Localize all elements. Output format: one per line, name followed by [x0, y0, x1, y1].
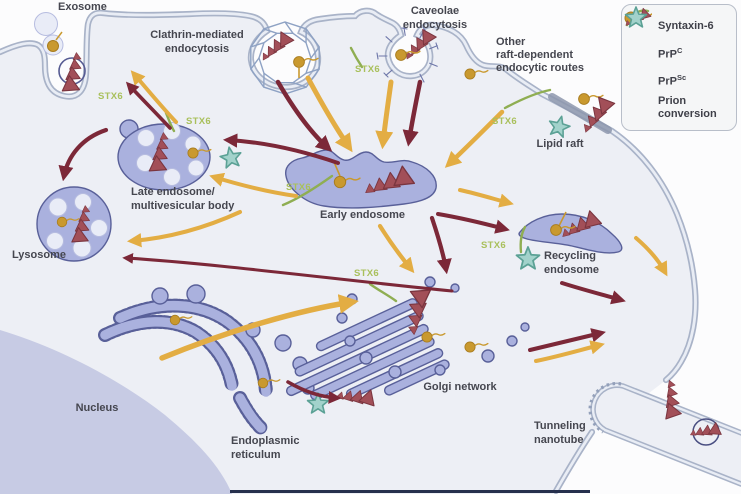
stx6-tag-lipid-raft: STX6	[492, 116, 517, 127]
label-lysosome: Lysosome	[12, 249, 67, 261]
prpc-icon	[624, 11, 658, 65]
stx6-tag-golgi: STX6	[354, 268, 379, 279]
lipid-raft-cargo	[503, 88, 618, 133]
trafficking-arrows	[58, 70, 668, 404]
arrow-early-to-golgi-red	[429, 215, 452, 275]
arrow-early-to-recycling-gold	[458, 188, 514, 208]
legend-item-prpsc: PrPSc	[625, 7, 730, 92]
legend-item-prpc: PrPC	[624, 11, 730, 65]
bottom-bar	[230, 490, 590, 493]
label-nucleus: Nucleus	[75, 402, 119, 414]
lipid-raft-segment	[548, 93, 612, 134]
prpsc-icon	[625, 7, 658, 92]
exosome-vesicles	[34, 12, 94, 98]
stx6-tag-caveolae: STX6	[355, 64, 380, 75]
clathrin-pit-cargo	[254, 27, 319, 78]
stx6-tag-exosome-site: STX6	[98, 91, 123, 102]
arrow-early-to-recycling-red	[436, 212, 510, 234]
caveolae-coat	[376, 25, 439, 83]
syntaxin-golgi	[368, 282, 398, 303]
recycling-endosome	[518, 208, 623, 254]
arrow-raft-to-early-gold	[444, 109, 505, 168]
arrow-recycling-to-membrane-gold	[634, 236, 668, 277]
golgi-network	[286, 276, 530, 401]
late-endosome-mvb	[117, 111, 212, 191]
label-late-endosome: Late endosome/multivesicular body	[131, 186, 235, 212]
legend-prpsc-label: PrPSc	[658, 72, 687, 88]
stx6-tag-recycling: STX6	[481, 240, 506, 251]
syntaxin-caveolae	[349, 46, 364, 69]
nucleus	[0, 330, 232, 494]
arrow-early-to-mvb-red	[222, 133, 340, 165]
arrow-caveolae-to-early-gold	[375, 79, 394, 150]
arrow-caveolae-to-early-red	[402, 79, 423, 147]
arrow-clathrin-to-early-gold	[305, 75, 353, 153]
arrow-er-conversion-red	[286, 380, 342, 404]
label-golgi: Golgi network	[423, 381, 497, 393]
arrow-early-to-mvb-gold	[209, 172, 298, 198]
arrow-mvb-to-lysosome-red	[58, 127, 109, 182]
nanotube-junction-dotted	[588, 381, 622, 434]
arrow-clathrin-to-early-red	[275, 79, 333, 152]
stx6-tag-early-endosome: STX6	[286, 182, 311, 193]
plasma-membrane	[0, 7, 699, 494]
arrow-er-to-golgi-gold	[159, 294, 359, 361]
label-lipid-raft: Lipid raft	[536, 138, 584, 150]
arrow-golgi-to-nanotube-gold	[534, 340, 605, 363]
lysosome	[36, 186, 112, 262]
arrow-golgi-to-nanotube-red	[528, 328, 606, 352]
prion-conversion-star-icon	[624, 6, 658, 120]
endoplasmic-reticulum	[98, 284, 315, 435]
stx6-tag-mvb: STX6	[186, 116, 211, 127]
label-exosome: Exosome	[58, 1, 107, 13]
arrow-retro-to-lysosome-gold	[126, 210, 242, 248]
tunneling-nanotube	[588, 379, 741, 487]
label-early-endosome: Early endosome	[320, 209, 405, 221]
arrow-recycling-down-red	[560, 281, 626, 305]
legend-syntaxin-label: Syntaxin-6	[658, 19, 714, 32]
arrow-mvb-to-exosome-gold	[130, 70, 178, 124]
legend-prpc-label: PrPC	[658, 45, 683, 61]
arrow-early-to-golgi-gold	[377, 223, 415, 274]
arrow-mvb-to-exosome-red	[125, 81, 172, 130]
arrow-long-to-lysosome-red	[122, 253, 454, 293]
